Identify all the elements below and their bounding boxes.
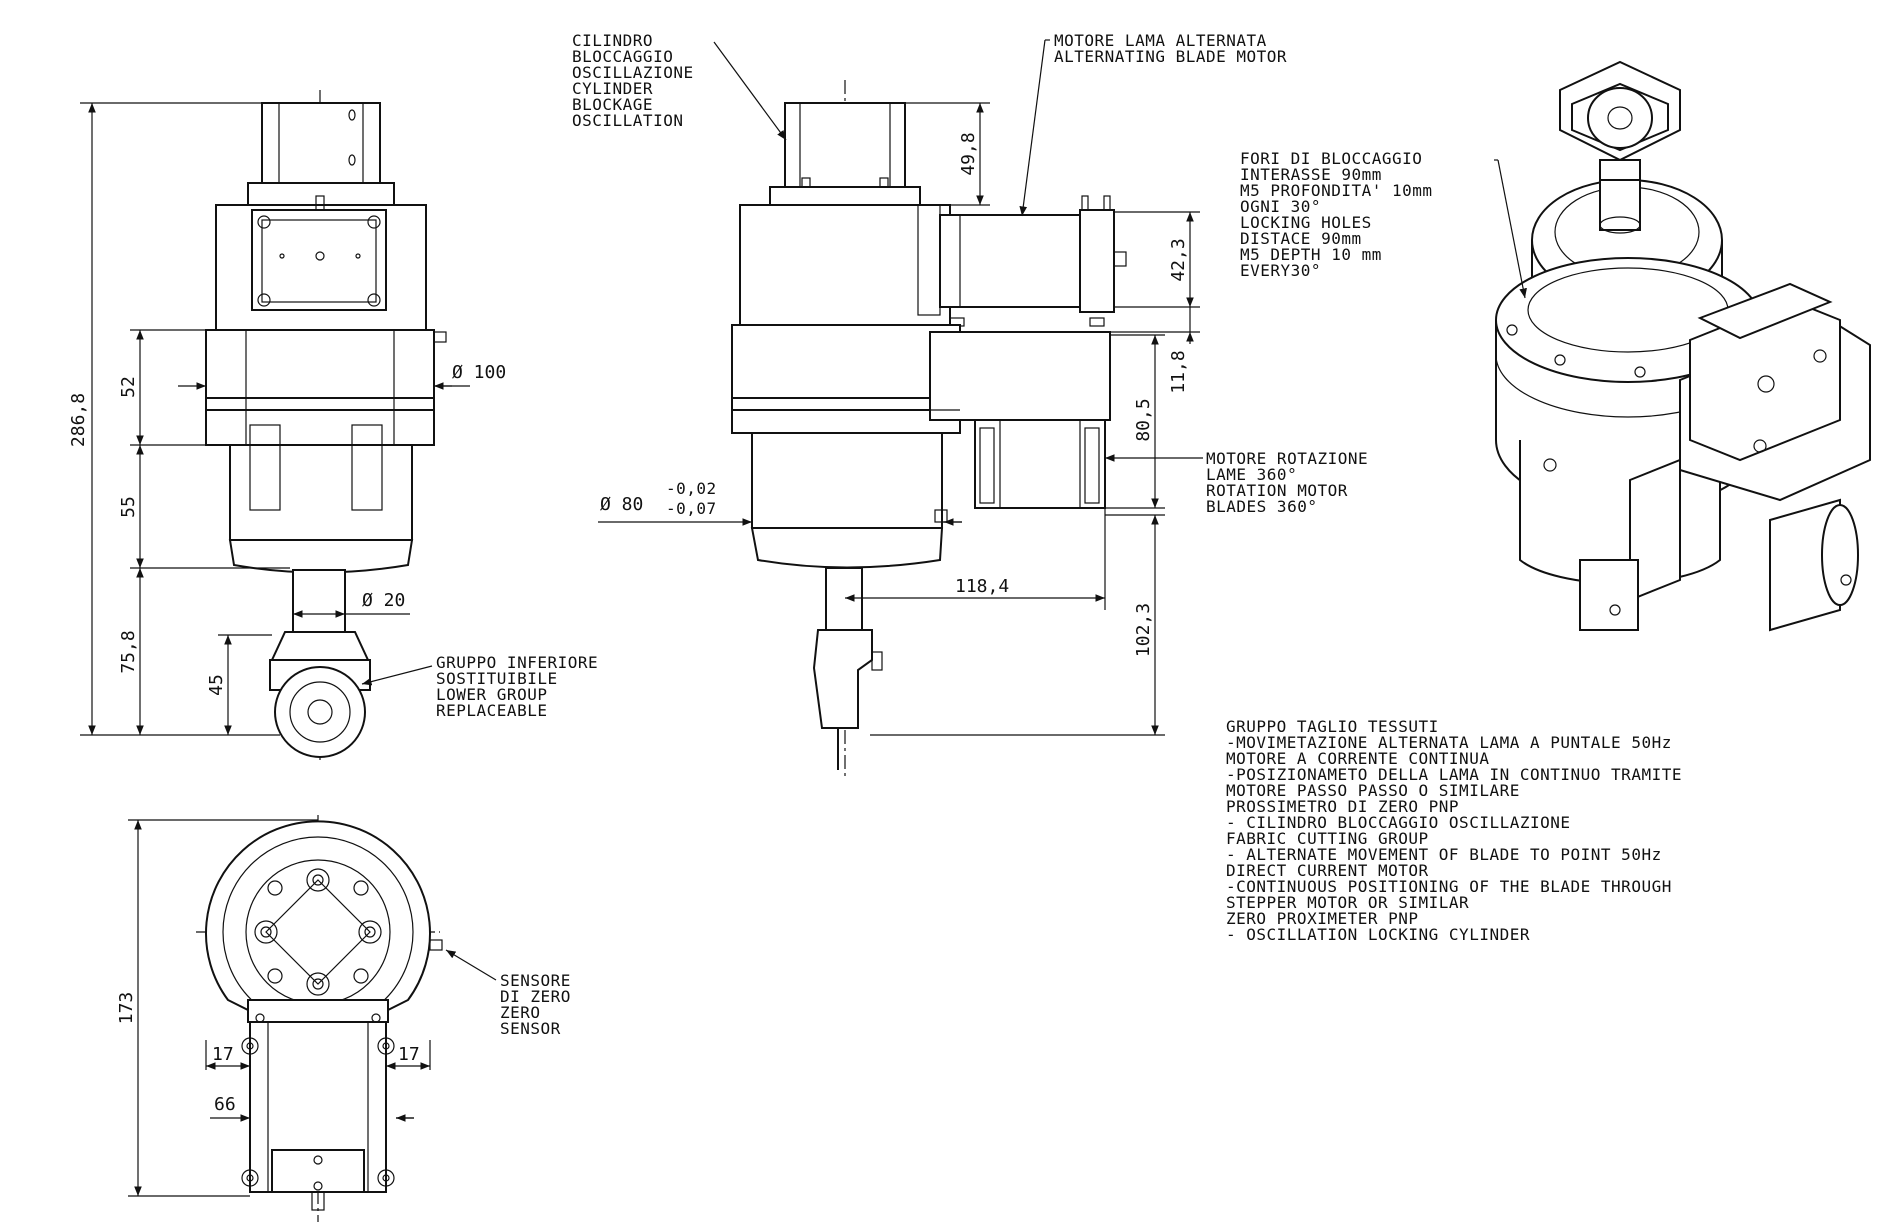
label-cylinder-en-0: CYLINDER xyxy=(572,79,653,98)
isometric-view xyxy=(1495,60,1871,632)
label-zero-sensor-3: SENSOR xyxy=(500,1019,561,1038)
dim-tol-upper: -0,02 xyxy=(666,479,717,498)
description-line-7: FABRIC CUTTING GROUP xyxy=(1226,829,1429,848)
description-block: GRUPPO TAGLIO TESSUTI -MOVIMETAZIONE ALT… xyxy=(1226,717,1682,944)
label-blade-motor-0: MOTORE LAMA ALTERNATA xyxy=(1054,31,1267,50)
label-locking-holes-6: M5 DEPTH 10 mm xyxy=(1240,245,1382,264)
label-locking-holes-7: EVERY30° xyxy=(1240,261,1321,280)
dim-75-8: 75,8 xyxy=(118,630,139,673)
side-view-dimensions: 49,8 42,3 11,8 80,5 102,3 118,4 Ø 80 -0,… xyxy=(572,31,1368,736)
description-line-3: -POSIZIONAMETO DELLA LAMA IN CONTINUO TR… xyxy=(1226,765,1682,784)
label-locking-holes-3: OGNI 30° xyxy=(1240,197,1321,216)
dim-66: 66 xyxy=(214,1094,236,1115)
dim-total-height: 286,8 xyxy=(68,393,89,447)
description-line-5: PROSSIMETRO DI ZERO PNP xyxy=(1226,797,1459,816)
description-line-0: GRUPPO TAGLIO TESSUTI xyxy=(1226,717,1439,736)
label-locking-holes-0: FORI DI BLOCCAGGIO xyxy=(1240,149,1422,168)
label-cylinder-en-2: OSCILLATION xyxy=(572,111,683,130)
label-lower-group-0: GRUPPO INFERIORE xyxy=(436,653,598,672)
dim-17-left: 17 xyxy=(212,1044,234,1065)
dim-102-3: 102,3 xyxy=(1133,603,1154,657)
description-line-10: -CONTINUOUS POSITIONING OF THE BLADE THR… xyxy=(1226,877,1672,896)
label-rotation-motor-1: LAME 360° xyxy=(1206,465,1297,484)
dim-dia-20: Ø 20 xyxy=(362,590,405,611)
description-line-11: STEPPER MOTOR OR SIMILAR xyxy=(1226,893,1469,912)
label-zero-sensor-0: SENSORE xyxy=(500,971,571,990)
dim-52: 52 xyxy=(118,376,139,398)
label-cylinder-it-0: CILINDRO xyxy=(572,31,653,50)
label-lower-group-1: SOSTITUIBILE xyxy=(436,669,558,688)
dim-17-right: 17 xyxy=(398,1044,420,1065)
front-view xyxy=(205,90,447,760)
dim-45: 45 xyxy=(206,674,227,696)
description-line-2: MOTORE A CORRENTE CONTINUA xyxy=(1226,749,1489,768)
dim-11-8: 11,8 xyxy=(1168,350,1189,393)
dim-49-8: 49,8 xyxy=(958,132,979,175)
side-view xyxy=(731,80,1127,780)
description-line-13: - OSCILLATION LOCKING CYLINDER xyxy=(1226,925,1530,944)
dim-118-4: 118,4 xyxy=(955,576,1009,597)
front-view-dimensions: 286,8 52 55 75,8 45 Ø 100 Ø 20 GRUPPO IN… xyxy=(68,102,598,736)
top-view-dimensions: 173 17 17 66 SENSORE DI ZERO ZERO SENSOR xyxy=(116,819,571,1197)
dim-55: 55 xyxy=(118,496,139,518)
label-zero-sensor-1: DI ZERO xyxy=(500,987,571,1006)
label-locking-holes-1: INTERASSE 90mm xyxy=(1240,165,1382,184)
description-line-4: MOTORE PASSO PASSO O SIMILARE xyxy=(1226,781,1520,800)
label-locking-holes-5: DISTACE 90mm xyxy=(1240,229,1362,248)
dim-tol-lower: -0,07 xyxy=(666,499,717,518)
label-cylinder-it-2: OSCILLAZIONE xyxy=(572,63,694,82)
label-blade-motor-1: ALTERNATING BLADE MOTOR xyxy=(1054,47,1287,66)
label-lower-group-2: LOWER GROUP xyxy=(436,685,547,704)
label-locking-holes-4: LOCKING HOLES xyxy=(1240,213,1372,232)
label-rotation-motor-3: BLADES 360° xyxy=(1206,497,1317,516)
label-locking-holes-2: M5 PROFONDITA' 10mm xyxy=(1240,181,1433,200)
description-line-6: - CILINDRO BLOCCAGGIO OSCILLAZIONE xyxy=(1226,813,1571,832)
label-rotation-motor-0: MOTORE ROTAZIONE xyxy=(1206,449,1368,468)
description-line-9: DIRECT CURRENT MOTOR xyxy=(1226,861,1429,880)
description-line-8: - ALTERNATE MOVEMENT OF BLADE TO POINT 5… xyxy=(1226,845,1662,864)
label-zero-sensor-2: ZERO xyxy=(500,1003,541,1022)
dim-80-5: 80,5 xyxy=(1133,398,1154,441)
label-cylinder-it-1: BLOCCAGGIO xyxy=(572,47,673,66)
dim-42-3: 42,3 xyxy=(1168,238,1189,281)
label-rotation-motor-2: ROTATION MOTOR xyxy=(1206,481,1348,500)
top-view xyxy=(196,815,443,1222)
description-line-1: -MOVIMETAZIONE ALTERNATA LAMA A PUNTALE … xyxy=(1226,733,1672,752)
dim-173: 173 xyxy=(116,992,137,1025)
label-lower-group-3: REPLACEABLE xyxy=(436,701,547,720)
dim-dia-80: Ø 80 xyxy=(600,494,643,515)
locking-holes-note: FORI DI BLOCCAGGIO INTERASSE 90mm M5 PRO… xyxy=(1240,149,1527,299)
label-cylinder-en-1: BLOCKAGE xyxy=(572,95,653,114)
dim-dia-100: Ø 100 xyxy=(452,362,506,383)
description-line-12: ZERO PROXIMETER PNP xyxy=(1226,909,1419,928)
